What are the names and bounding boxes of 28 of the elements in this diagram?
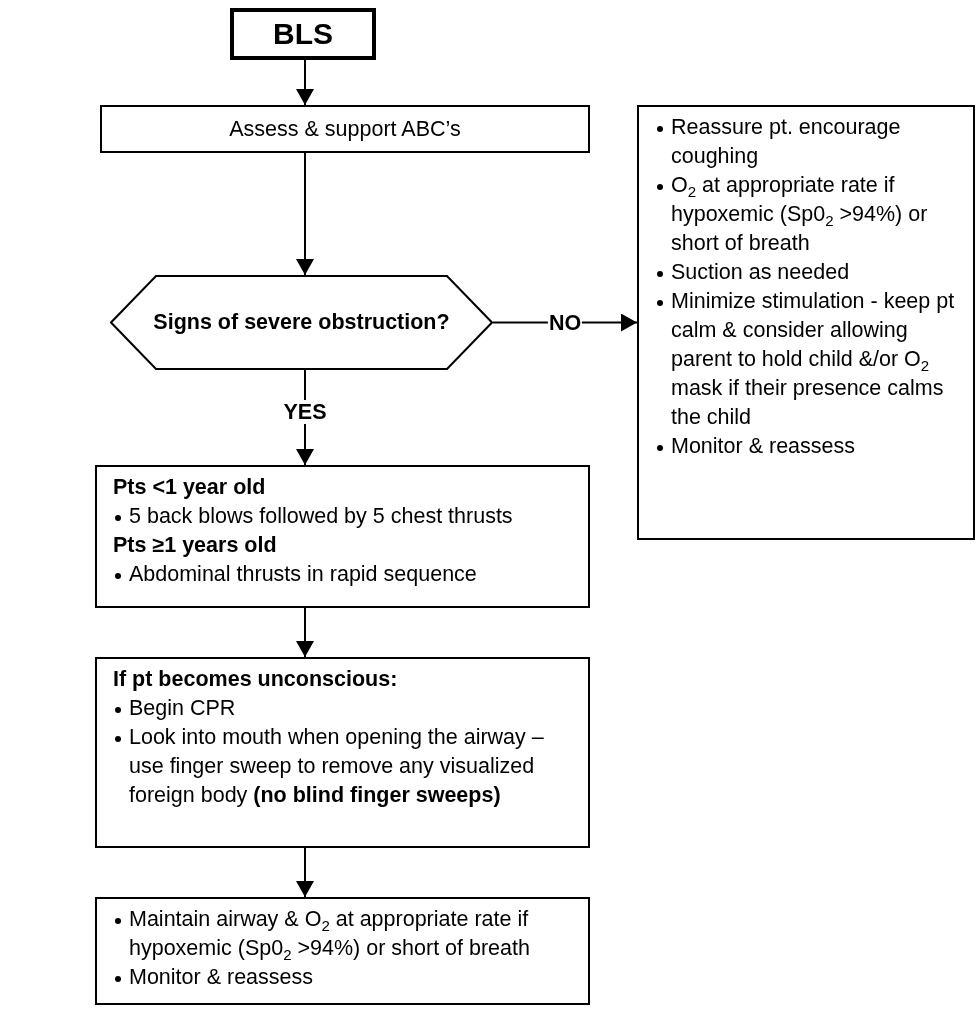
bullet-item: Maintain airway & O$_{2}$ at appropriate rate if hypoxemic (Sp0$_{2}$ >94%) or short of breath (113, 905, 578, 963)
process-box (100, 105, 590, 153)
decision-hexagon (110, 275, 493, 370)
bullet-item: 5 back blows followed by 5 chest thrusts (113, 502, 578, 531)
bullet-item: Monitor & reassess (113, 963, 578, 992)
bullet-item: Monitor & reassess (655, 432, 963, 461)
arrow (296, 59, 314, 106)
heading-text: Pts ≥1 years old (113, 532, 278, 559)
heading-text: If pt becomes unconscious: (113, 666, 399, 693)
bullet-item: Look into mouth when opening the airway – use finger sweep to remove any visualized foreign body (no blind finger sweeps) (113, 723, 578, 810)
arrow (296, 152, 314, 276)
start-box (230, 8, 376, 60)
question-text: Signs of severe obstruction? (153, 309, 450, 336)
process-box (95, 897, 590, 1005)
bullet-item: Begin CPR (113, 694, 578, 723)
bullet-item: Abdominal thrusts in rapid sequence (113, 560, 578, 589)
bullet-item: Suction as needed (655, 258, 963, 287)
bullet-item: O$_{2}$ at appropriate rate if hypoxemic (Sp0$_{2}$ >94%) or short of breath (655, 171, 963, 258)
title-text: BLS (273, 16, 333, 52)
edge-label: YES (282, 399, 328, 424)
bullet-item: Minimize stimulation - keep pt calm & consider allowing parent to hold child &/or O$_{2}$ mask if their presence calms the child (655, 287, 963, 432)
process-box (637, 105, 975, 540)
process-box (95, 465, 590, 608)
step-text: Assess & support ABC’s (229, 115, 461, 143)
heading-text: Pts <1 year old (113, 474, 267, 501)
arrow (296, 847, 314, 898)
process-box (95, 657, 590, 848)
arrow (296, 607, 314, 658)
